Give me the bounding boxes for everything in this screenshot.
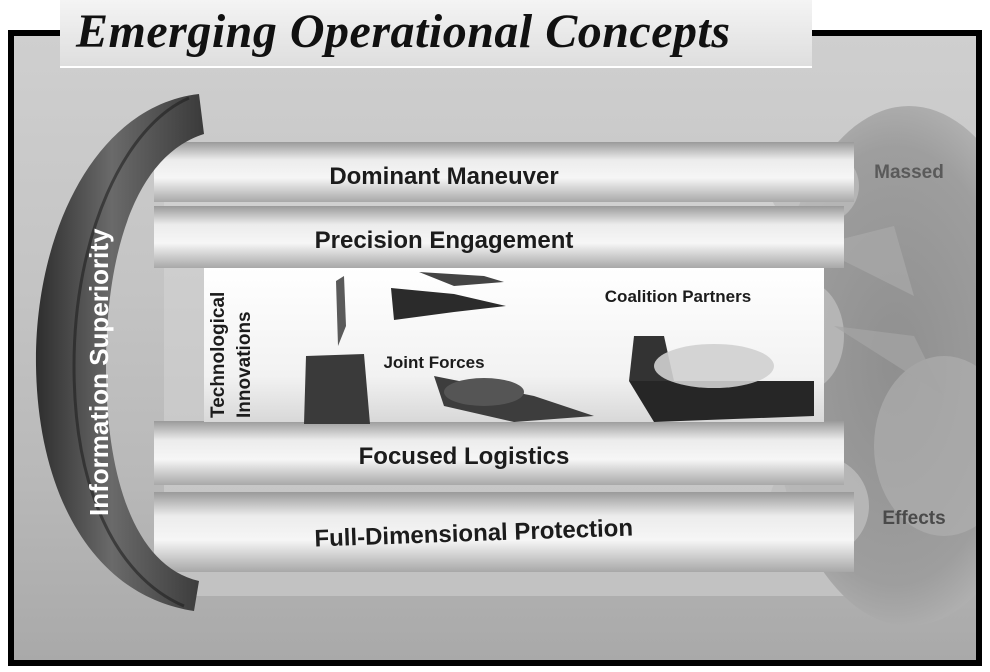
dominant-maneuver-label: Dominant Maneuver bbox=[329, 163, 558, 190]
band-full-dimensional-protection bbox=[154, 492, 854, 572]
band-dominant-maneuver bbox=[154, 142, 854, 202]
title-banner bbox=[60, 0, 812, 68]
band-precision-engagement bbox=[154, 206, 844, 268]
focused-logistics-label: Focused Logistics bbox=[359, 443, 570, 470]
coalition-partners-label: Coalition Partners bbox=[605, 287, 751, 306]
massed-label: Massed bbox=[874, 162, 944, 183]
band-focused-logistics bbox=[154, 421, 844, 485]
diagram-panel: Dominant Maneuver Precision Engagement F… bbox=[14, 36, 976, 660]
innovations-label: Innovations bbox=[234, 311, 255, 418]
page-title: Emerging Operational Concepts bbox=[76, 5, 731, 58]
effects-label: Effects bbox=[882, 508, 945, 529]
precision-engagement-label: Precision Engagement bbox=[315, 227, 574, 254]
diagram-graphic: Dominant Maneuver Precision Engagement F… bbox=[35, 94, 976, 626]
information-superiority-label: Information Superiority bbox=[84, 228, 114, 516]
information-superiority-ring bbox=[35, 94, 204, 611]
technological-label: Technological bbox=[208, 292, 229, 418]
joint-forces-label: Joint Forces bbox=[383, 353, 484, 372]
joint-forces-imagery bbox=[304, 272, 814, 424]
